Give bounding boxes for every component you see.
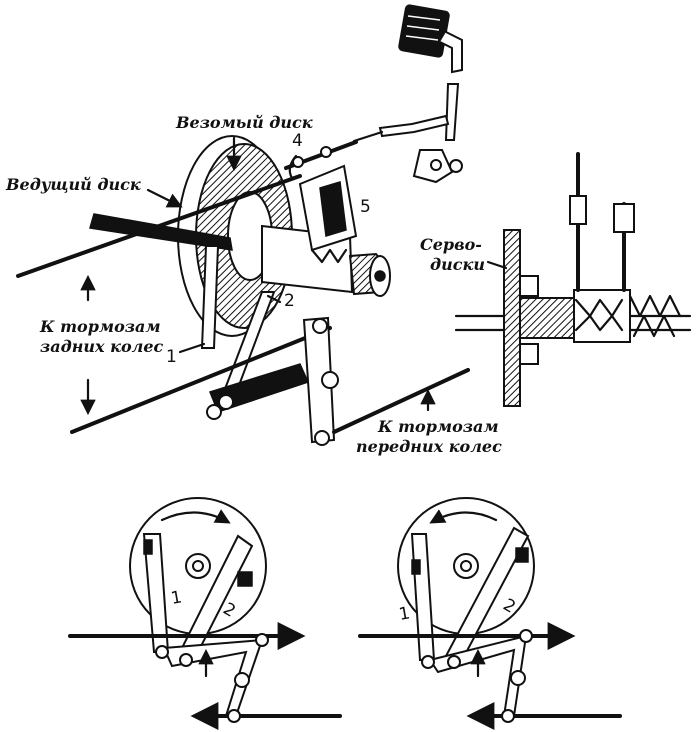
- shaft: [89, 213, 233, 251]
- lever-1: [200, 245, 220, 349]
- rear-brakes-label-2: задних колес: [40, 337, 164, 356]
- servo-discs-label-2: диски: [430, 255, 485, 274]
- schematic-right: [358, 497, 622, 730]
- servo-disc: [503, 229, 521, 407]
- long-rod: [16, 174, 302, 278]
- servo-discs-detail: [454, 152, 692, 407]
- schematic-left: [68, 497, 342, 730]
- part-number-1: 1: [166, 347, 177, 367]
- rear-brake-rod: [70, 326, 332, 434]
- part-number-5: 5: [360, 197, 371, 217]
- part-number-2: 2: [284, 291, 295, 311]
- left-lever-number-1: 1: [169, 587, 183, 609]
- rear-brakes-label-1: К тормозам: [39, 317, 161, 336]
- front-brake-rod: [332, 368, 470, 434]
- front-brakes-label-1: К тормозам: [377, 417, 499, 436]
- driving-disc-label: Ведущий диск: [5, 175, 141, 194]
- weighted-disc-label: Везомый диск: [175, 113, 313, 132]
- brake-pedal: [352, 4, 463, 184]
- right-lever-number-1: 1: [397, 603, 411, 625]
- servo-discs-label-1: Серво-: [420, 235, 482, 254]
- part-number-4: 4: [292, 131, 303, 151]
- servo-mechanism: [16, 135, 470, 446]
- front-brakes-label-2: передних колес: [356, 437, 502, 456]
